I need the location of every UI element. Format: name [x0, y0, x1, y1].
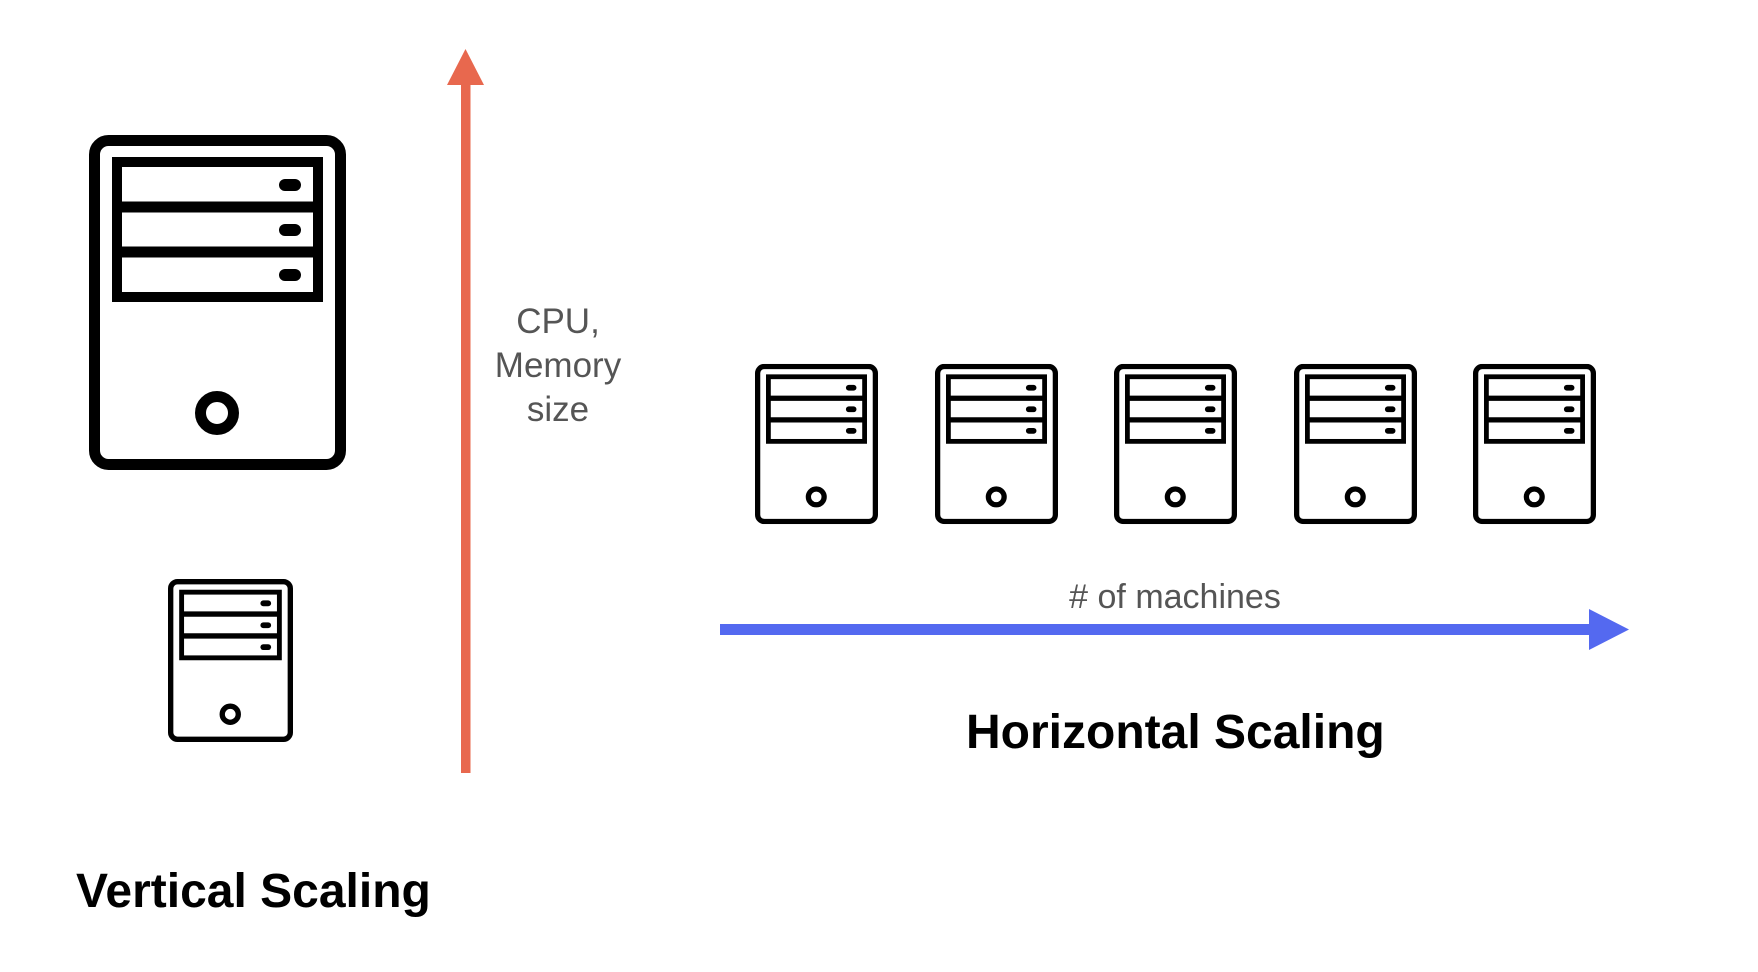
vertical-arrow	[447, 49, 484, 773]
server-icon	[1114, 363, 1237, 525]
server-icon	[1294, 363, 1417, 525]
axis-label-line: Memory	[494, 346, 622, 385]
horizontal-arrow	[720, 609, 1629, 650]
axis-label-line: size	[526, 390, 590, 429]
horizontal-arrow-shaft	[720, 624, 1592, 635]
vertical-arrow-head-icon	[447, 49, 484, 85]
machines-count-label: # of machines	[1069, 578, 1281, 616]
vertical-scaling-heading: Vertical Scaling	[76, 865, 431, 918]
cpu-memory-label: CPU, Memory size	[478, 300, 638, 432]
vertical-arrow-shaft	[461, 82, 471, 773]
horizontal-arrow-head-icon	[1589, 609, 1629, 650]
server-icon	[1473, 363, 1596, 525]
horizontal-scaling-heading: Horizontal Scaling	[966, 706, 1385, 759]
axis-label-line: CPU,	[516, 302, 600, 341]
server-icon	[935, 363, 1058, 525]
server-icon	[755, 363, 878, 525]
